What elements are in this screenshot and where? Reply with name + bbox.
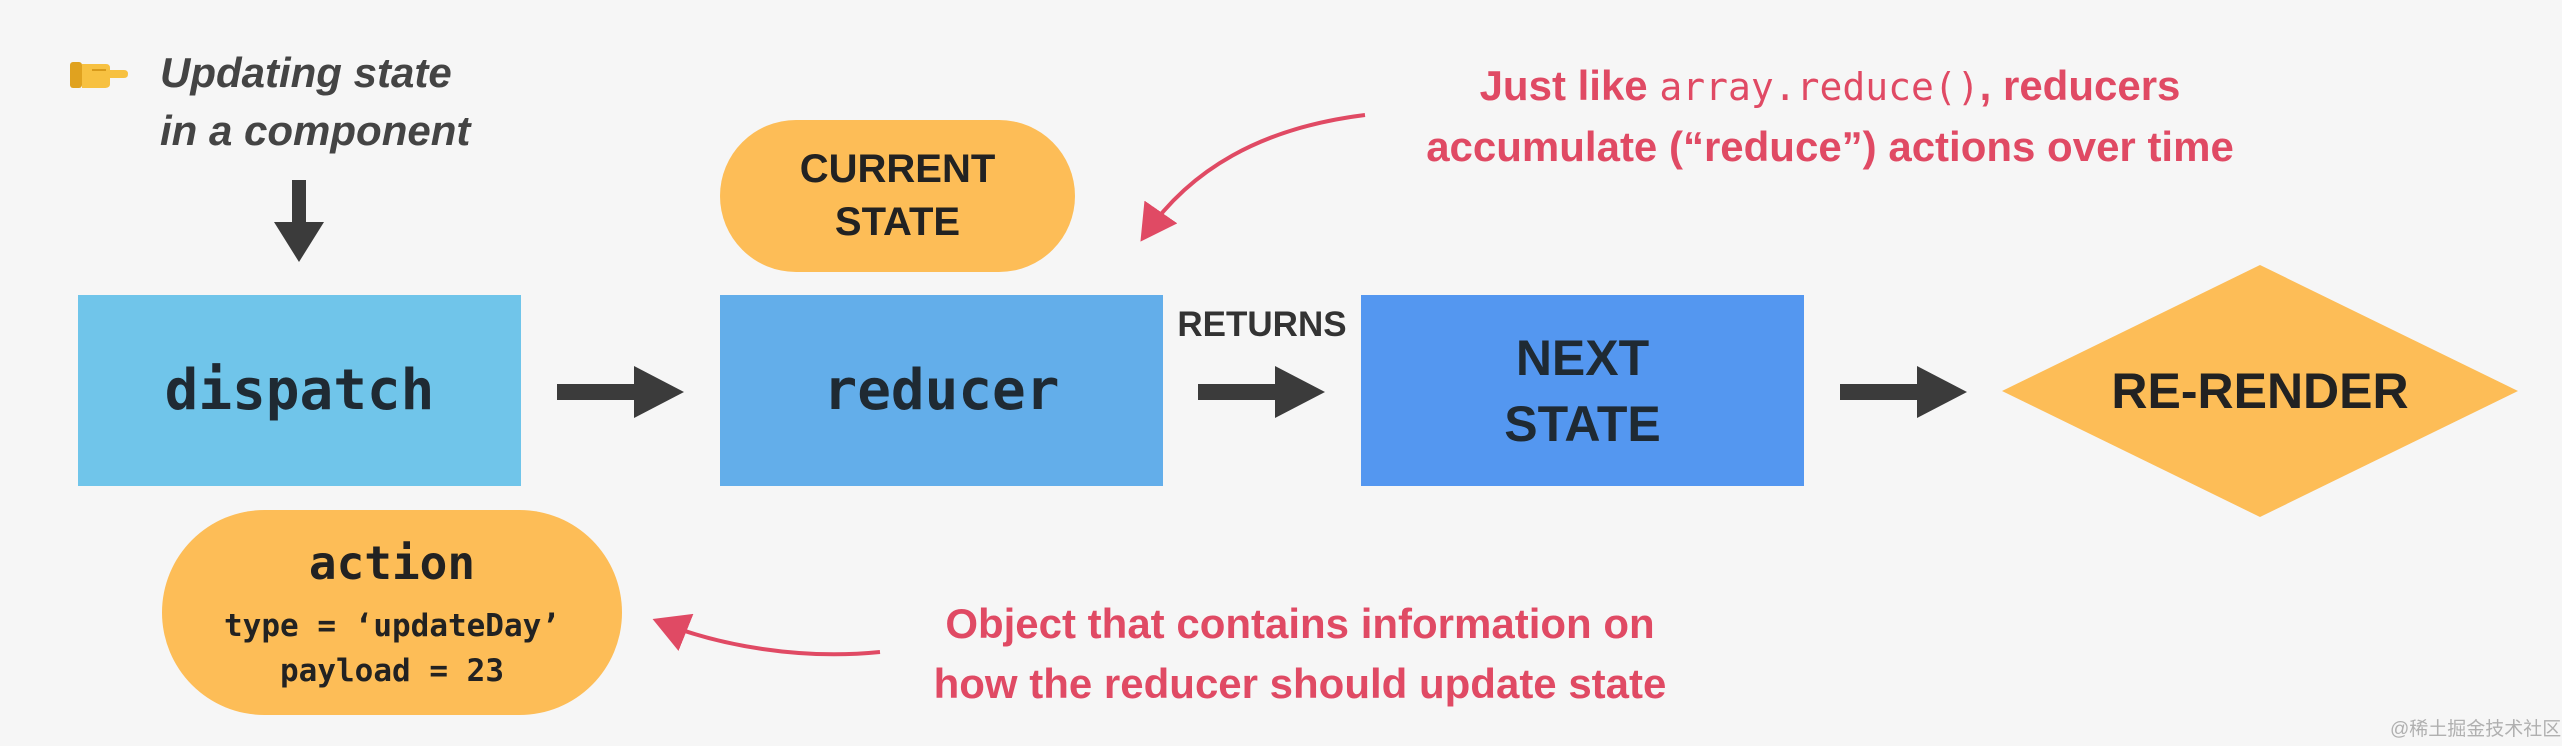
pointing-hand-icon: [70, 62, 128, 88]
annotation-arrow-top: [1140, 113, 1366, 242]
rerender-label: RE-RENDER: [2111, 363, 2409, 419]
annotation-reduce-line2-regular: accumulate (“reduce”): [1426, 123, 1889, 170]
action-title: action: [308, 535, 476, 590]
next-state-line-2: STATE: [1504, 395, 1661, 452]
intro-line-2: in a component: [160, 107, 471, 154]
annotation-action: Object that contains information on how …: [880, 594, 1720, 714]
arrow-next-state-to-rerender: [1840, 366, 1967, 418]
next-state-box: NEXT STATE: [1361, 295, 1804, 486]
dispatch-box: dispatch: [78, 295, 521, 486]
intro-line-1: Updating state: [160, 49, 452, 96]
rerender-diamond: [2002, 265, 2518, 517]
annotation-reduce-line-1: Just like array.reduce(), reducers: [1380, 56, 2280, 117]
reducer-label: reducer: [823, 358, 1060, 423]
next-state-line-1: NEXT: [1515, 329, 1650, 386]
annotation-arrow-bottom: [652, 613, 881, 657]
annotation-reduce-part1: Just like: [1479, 62, 1660, 109]
current-state-pill: CURRENT STATE: [720, 120, 1075, 272]
annotation-reduce-part2: , reducers: [1979, 62, 2181, 109]
annotation-action-line-1: Object that contains information on: [945, 600, 1655, 647]
current-state-line-1: CURRENT: [799, 147, 996, 191]
annotation-reduce: Just like array.reduce(), reducers accum…: [1380, 56, 2280, 177]
annotation-reduce-line2-bold: actions over time: [1888, 123, 2234, 170]
reducer-box: reducer: [720, 295, 1163, 486]
action-payload-line: payload = 23: [280, 652, 504, 689]
watermark: @稀土掘金技术社区: [2390, 719, 2562, 740]
annotation-action-line-2: how the reducer should update state: [933, 660, 1667, 707]
returns-label: RETURNS: [1177, 305, 1347, 344]
annotation-reduce-code: array.reduce(): [1659, 65, 1980, 109]
action-pill: action type = ‘updateDay’ payload = 23: [162, 510, 622, 715]
intro-note: Updating state in a component: [160, 44, 470, 160]
dispatch-label: dispatch: [164, 358, 435, 423]
annotation-reduce-line-2: accumulate (“reduce”) actions over time: [1380, 117, 2280, 177]
arrow-dispatch-to-reducer: [557, 366, 684, 418]
current-state-line-2: STATE: [834, 200, 961, 244]
action-type-line: type = ‘updateDay’: [224, 607, 560, 644]
down-arrow: [274, 180, 324, 262]
arrow-reducer-to-next-state: [1198, 366, 1325, 418]
